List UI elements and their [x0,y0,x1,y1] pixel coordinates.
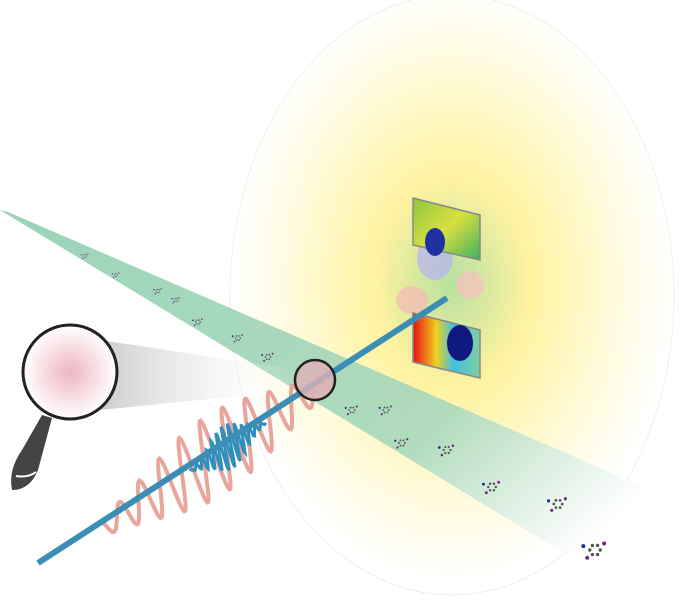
molecule-icon [111,272,120,278]
diffraction-lobe-red [456,271,484,299]
molecule-icon [192,318,203,327]
interaction-zoom-circle [293,358,337,402]
molecule-icon [394,438,409,449]
detector-panel-top [412,197,481,261]
molecule-icon [482,480,501,495]
liquid-jet [0,210,686,612]
scattering-halo [229,0,675,596]
molecule-icon [231,334,244,343]
detector-panel-bottom [412,312,481,379]
molecule-icon [344,405,358,416]
molecule-icon [171,297,180,304]
molecule-icon [80,253,89,259]
molecule-icon [438,444,455,457]
molecule-icon [546,497,567,512]
molecule-icon [153,288,162,295]
beam-axis [36,295,449,566]
diffraction-lobe-red [396,286,428,314]
molecule-icon [261,352,274,362]
molecule-icon [378,405,392,416]
magnifier-icon [11,323,119,490]
magnifier-cone [100,340,300,410]
molecule-icon [581,541,607,560]
